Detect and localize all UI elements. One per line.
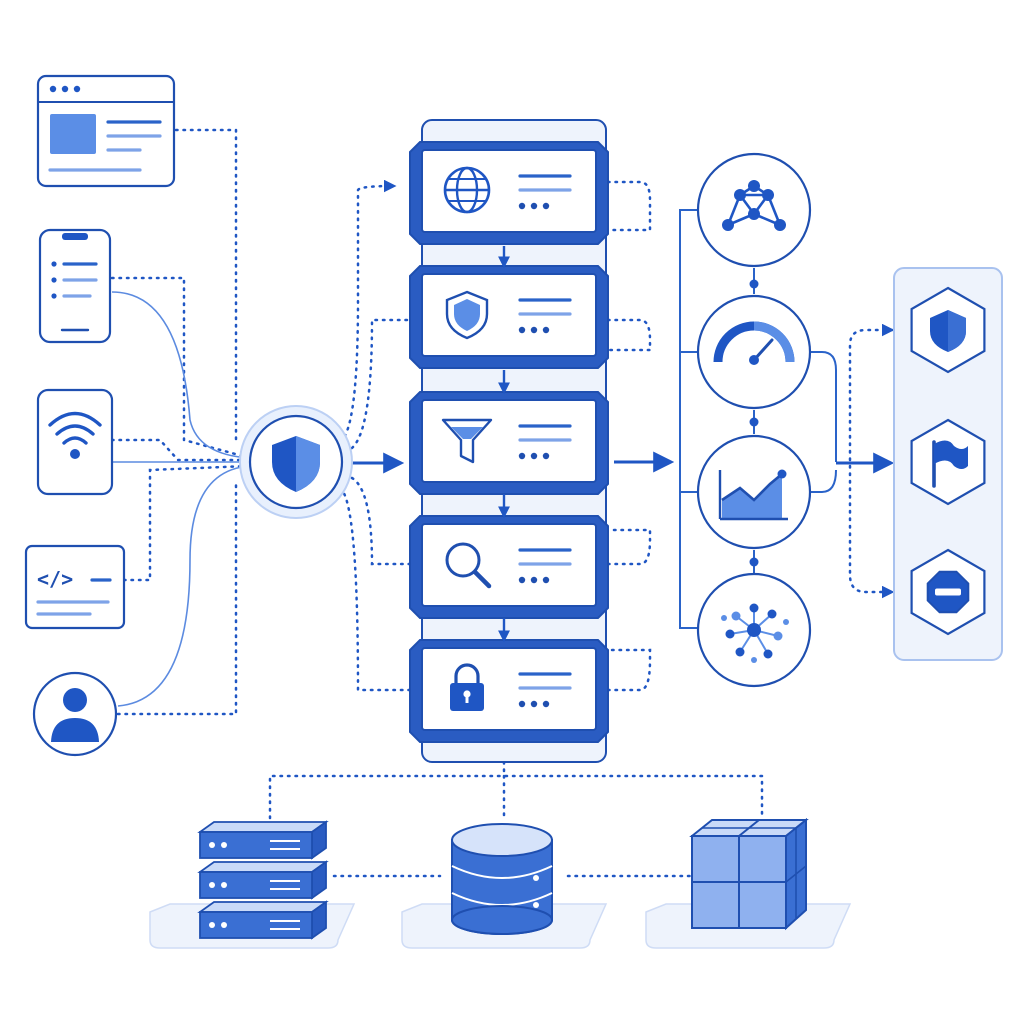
network-graph-icon	[722, 180, 786, 231]
analysis-node-gauge[interactable]	[696, 294, 812, 410]
storage-database[interactable]	[401, 823, 608, 949]
storage-cube[interactable]	[645, 817, 852, 949]
cube-grid-icon	[689, 817, 809, 931]
source-iot-device[interactable]	[36, 388, 114, 496]
connector-user-gateway-solid	[117, 465, 251, 707]
connector-outcome-allow	[848, 323, 895, 462]
storage-server[interactable]	[149, 820, 356, 949]
loop-stage4	[606, 528, 652, 566]
analysis-node-chart[interactable]	[696, 434, 812, 550]
user-avatar-icon	[51, 688, 99, 742]
source-web-browser[interactable]	[36, 74, 176, 188]
server-rack-icon	[197, 820, 329, 940]
connector-api-gateway	[122, 464, 250, 582]
outcome-3[interactable]	[910, 548, 986, 636]
connector-browser-gateway	[174, 128, 238, 447]
server-unit-1	[197, 820, 329, 860]
source-user[interactable]	[32, 671, 118, 757]
stage-detail-lines	[518, 298, 572, 334]
smartphone-icon	[51, 233, 98, 332]
connector-outcome-block	[848, 464, 895, 599]
pipeline-stage-5[interactable]	[409, 639, 609, 743]
outcome-1[interactable]	[910, 286, 986, 374]
analysis-node-network[interactable]	[696, 152, 812, 268]
funnel-icon	[441, 418, 493, 464]
chain-dot-2	[749, 417, 759, 427]
pipeline-stage-1[interactable]	[409, 141, 609, 245]
code-icon: </>	[37, 567, 73, 591]
loop-stage5	[606, 648, 652, 692]
pipeline-stage-3[interactable]	[409, 391, 609, 495]
lock-icon	[450, 663, 484, 711]
pipeline-stage-2[interactable]	[409, 265, 609, 369]
connectors	[110, 128, 895, 878]
shield-icon	[930, 310, 966, 352]
globe-icon	[443, 166, 491, 214]
stage-detail-lines	[518, 672, 572, 708]
flag-icon	[932, 440, 968, 488]
connector-gauge-outcome	[810, 351, 837, 462]
connector-mobile-gateway-solid	[111, 291, 251, 459]
loop-stage1	[606, 180, 652, 232]
analysis-bracket	[679, 209, 702, 629]
connector-gateway-stage5	[338, 486, 412, 692]
stage-detail-lines	[518, 548, 572, 584]
shield-icon	[272, 436, 320, 492]
connector-iot-gateway	[110, 438, 250, 462]
chain-dot-3	[749, 557, 759, 567]
connector-gateway-stage2	[350, 318, 412, 450]
connector-storage-bus	[268, 774, 764, 820]
outcome-2[interactable]	[910, 418, 986, 506]
source-api-client[interactable]: </>	[24, 544, 126, 630]
pipeline	[409, 119, 609, 763]
connector-gateway-stage1	[338, 179, 397, 444]
connector-gateway-stage4	[350, 476, 412, 566]
loop-stage2	[606, 318, 652, 352]
database-icon	[451, 823, 553, 935]
stage-detail-lines	[518, 174, 572, 210]
analysis-node-cluster[interactable]	[696, 572, 812, 688]
server-unit-3	[197, 900, 329, 940]
connector-chart-outcome	[810, 469, 837, 493]
shield-icon	[445, 290, 489, 340]
area-chart-icon	[718, 469, 788, 521]
stage-detail-lines	[518, 424, 572, 460]
chain-dot-1	[749, 279, 759, 289]
cluster-icon	[721, 603, 789, 663]
block-icon	[926, 570, 970, 614]
pipeline-stage-4[interactable]	[409, 515, 609, 619]
connector-mobile-gateway	[110, 276, 252, 460]
gauge-icon	[713, 321, 795, 365]
source-mobile-app[interactable]	[38, 228, 112, 344]
connector-user-gateway	[116, 478, 238, 716]
gateway-node[interactable]	[239, 405, 353, 519]
browser-window-icon	[48, 85, 162, 172]
server-unit-2	[197, 860, 329, 900]
wifi-icon	[48, 411, 102, 459]
search-icon	[445, 542, 492, 589]
